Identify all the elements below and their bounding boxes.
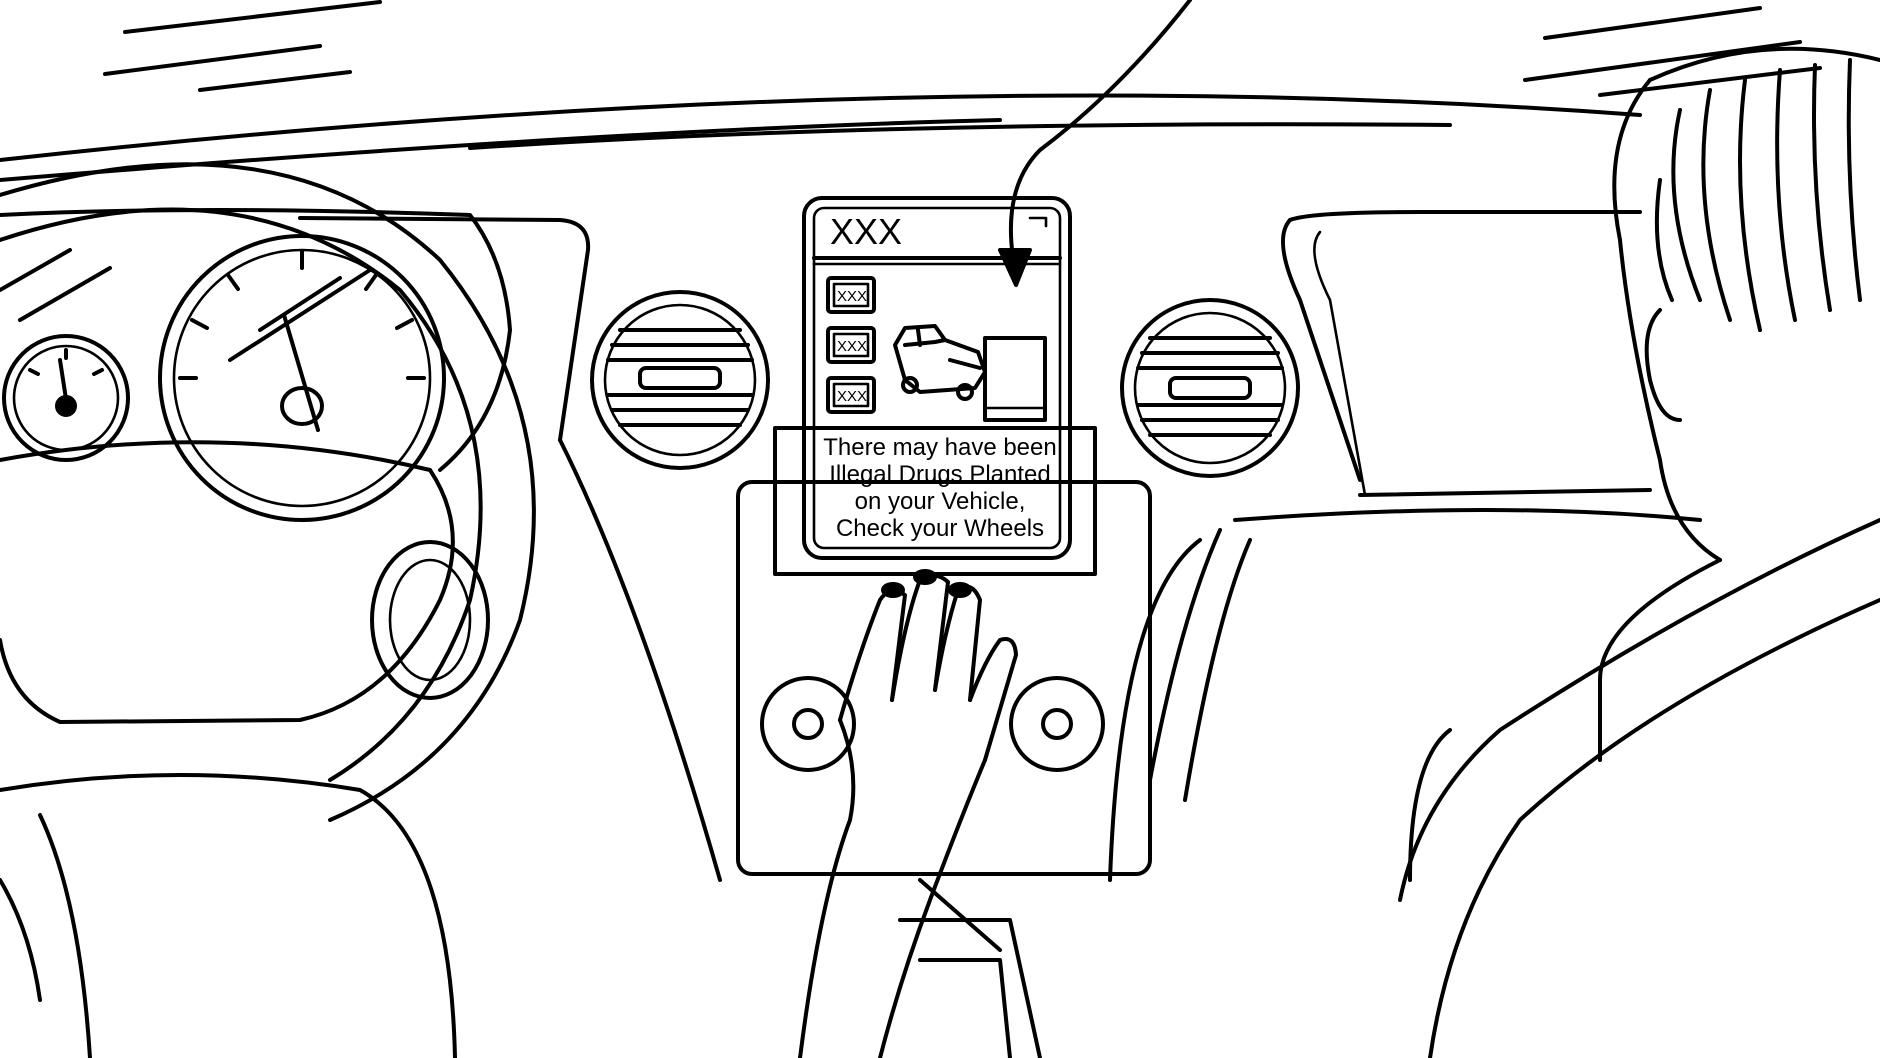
dashboard xyxy=(0,93,1702,882)
hand xyxy=(798,569,1018,1058)
left-air-vent xyxy=(590,290,770,470)
menu-button-label: XXX xyxy=(837,338,867,355)
pointer-arrow xyxy=(998,0,1192,287)
display-title: XXX xyxy=(830,211,902,252)
menu-button-label: XXX xyxy=(837,288,867,305)
windshield-hatching xyxy=(103,0,1822,97)
menu-button-label: XXX xyxy=(837,388,867,405)
alert-line: Check your Wheels xyxy=(836,515,1044,542)
right-air-vent xyxy=(1120,298,1300,478)
alert-line: There may have been xyxy=(823,434,1056,461)
cluster-glare xyxy=(0,248,372,362)
pickup-truck-icon xyxy=(893,324,987,401)
infotainment-display: XXX XXX XXX XXX xyxy=(773,196,1097,576)
passenger-hair xyxy=(1654,58,1862,332)
steering-wheel xyxy=(0,162,536,822)
image-placeholder xyxy=(983,336,1047,422)
alert-line: Illegal Drugs Planted xyxy=(829,461,1050,488)
passenger xyxy=(1398,46,1880,1058)
driver-arm xyxy=(0,773,457,1058)
menu-button[interactable]: XXX xyxy=(826,376,876,414)
menu-button[interactable]: XXX xyxy=(826,276,876,314)
menu-button[interactable]: XXX xyxy=(826,326,876,364)
gauge-ticks xyxy=(28,250,426,380)
alert-banner: There may have been Illegal Drugs Plante… xyxy=(773,426,1097,576)
alert-line: on your Vehicle, xyxy=(855,488,1026,515)
